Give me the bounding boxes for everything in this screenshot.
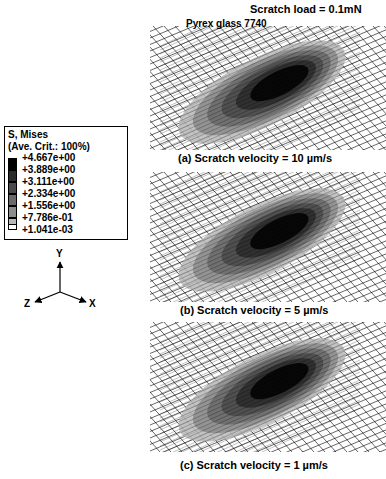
legend-value: +4.667e+00 <box>22 152 75 163</box>
figure-title: Scratch load = 0.1mN <box>250 3 362 15</box>
legend-swatch <box>8 224 17 230</box>
legend-row: +7.786e-01 <box>8 212 124 224</box>
legend-row: +1.556e+00 <box>8 200 124 212</box>
mesh-panel <box>150 26 386 150</box>
material-label: Pyrex glass 7740 <box>186 18 267 29</box>
panel-caption: (c) Scratch velocity = 1 µm/s <box>178 459 330 471</box>
legend-value: +1.041e-03 <box>22 224 73 235</box>
legend-row: +3.111e+00 <box>8 176 124 188</box>
panel-caption: (b) Scratch velocity = 5 µm/s <box>178 304 330 316</box>
mesh-panel <box>150 172 386 302</box>
panel-caption: (a) Scratch velocity = 10 µm/s <box>176 152 334 164</box>
legend-row: +2.334e+00 <box>8 188 124 200</box>
axis-label: Z <box>24 298 30 309</box>
legend-value: +1.556e+00 <box>22 200 75 211</box>
legend-value: +2.334e+00 <box>22 188 75 199</box>
legend-swatch <box>8 170 17 182</box>
axis-label: X <box>89 298 96 309</box>
mesh-panel <box>150 322 386 452</box>
legend-subheading: (Ave. Crit.: 100%) <box>8 141 124 153</box>
legend-swatch <box>8 182 17 194</box>
contour-legend: S, Mises (Ave. Crit.: 100%) +4.667e+00+3… <box>4 126 128 240</box>
legend-value: +3.889e+00 <box>22 164 75 175</box>
legend-swatch <box>8 158 17 170</box>
legend-value: +7.786e-01 <box>22 212 73 223</box>
legend-heading: S, Mises <box>8 129 124 141</box>
legend-row: +4.667e+00 <box>8 152 124 164</box>
legend-value: +3.111e+00 <box>22 176 74 187</box>
legend-swatch <box>8 206 17 218</box>
legend-row: +1.041e-03 <box>8 224 124 236</box>
axis-label: Y <box>56 248 63 259</box>
legend-row: +3.889e+00 <box>8 164 124 176</box>
axis-triad <box>35 262 86 302</box>
legend-swatch <box>8 194 17 206</box>
